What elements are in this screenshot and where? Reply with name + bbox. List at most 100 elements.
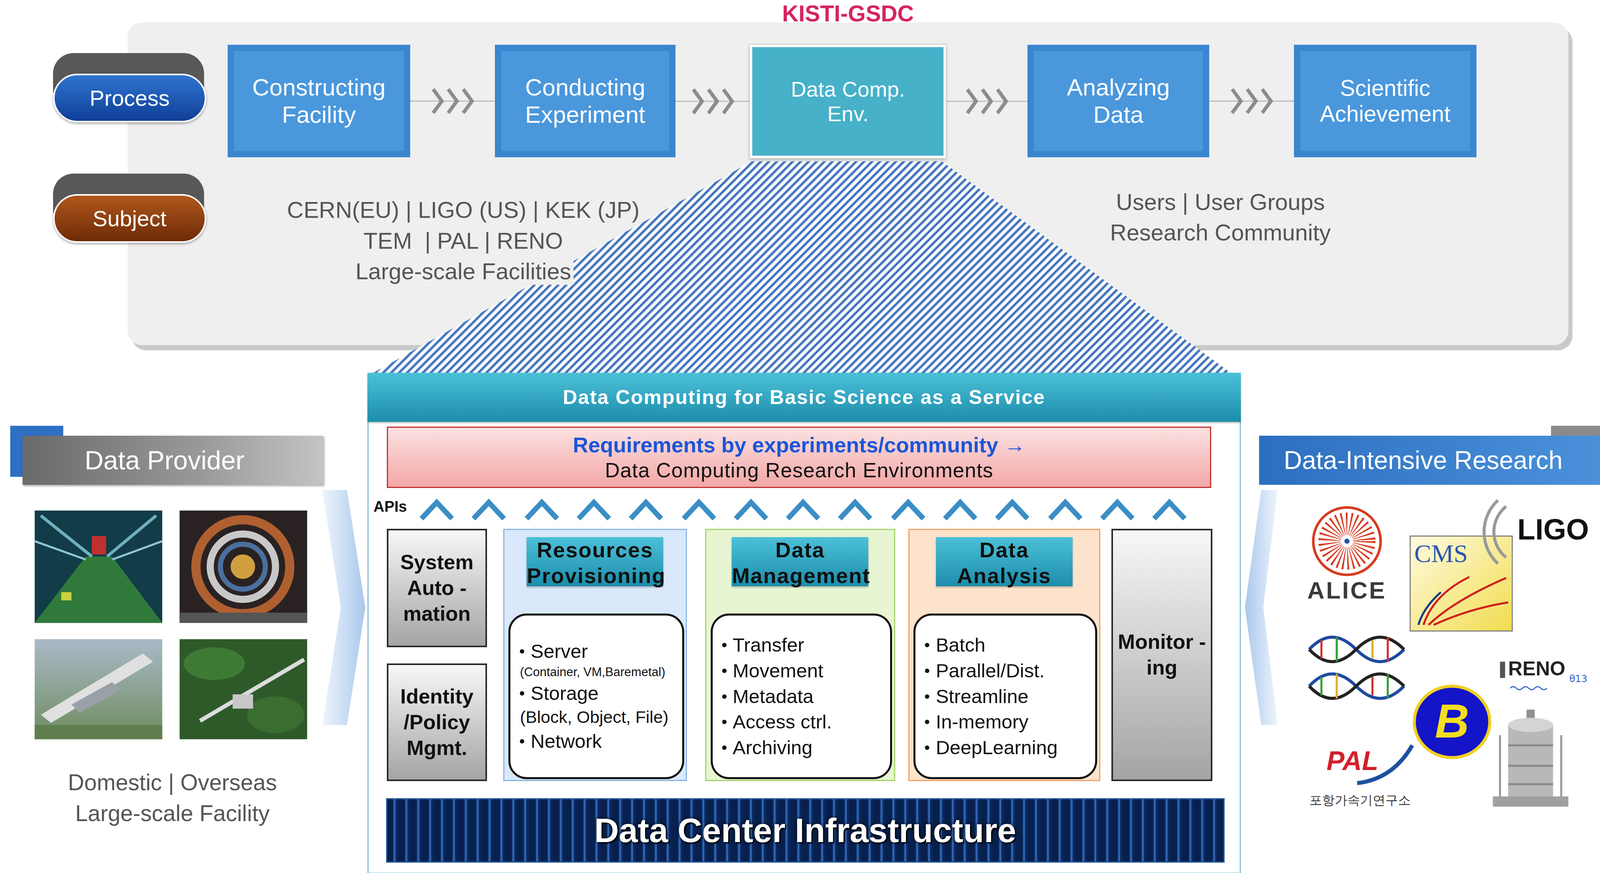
dna-logo xyxy=(1309,673,1405,699)
node-text: Data Center Infrastructure xyxy=(594,810,1017,850)
bullet-dot xyxy=(924,642,930,647)
alice-logo xyxy=(1341,535,1353,547)
facility-photo xyxy=(220,544,266,589)
facility-photo xyxy=(34,540,86,560)
function-box: Identity /Policy Mgmt. xyxy=(386,663,488,781)
arrow-chevron xyxy=(693,89,703,114)
arrow-chevron xyxy=(723,89,733,114)
flow-chevron xyxy=(1244,489,1278,725)
list-item-text: Network xyxy=(530,728,602,754)
alice-logo xyxy=(1344,538,1350,544)
arrow-line xyxy=(1209,100,1294,102)
list-item: Storage xyxy=(519,680,678,706)
arrow-chevron xyxy=(982,89,992,114)
reactor-photo xyxy=(1508,764,1553,767)
reactor-photo xyxy=(1508,717,1553,732)
flow-arrow xyxy=(1209,89,1294,113)
facility-photo xyxy=(34,510,163,623)
node-text: System Auto -mation xyxy=(390,549,484,627)
category-pill: Process xyxy=(53,73,207,123)
facility-photo xyxy=(195,519,290,614)
node-text: Data-Intensive Research xyxy=(1283,445,1563,475)
api-chevron xyxy=(630,502,662,519)
reactor-photo xyxy=(1508,724,1553,799)
reactor-photo xyxy=(1508,782,1553,785)
section-banner: Data-Intensive Research xyxy=(1259,435,1600,485)
list-item: Server xyxy=(519,638,678,664)
list-item-text: (Block, Object, File) xyxy=(519,705,669,729)
arrow-chevron xyxy=(1262,89,1271,113)
reactor-photo xyxy=(1492,796,1569,807)
module-box: Data AnalysisBatchParallel/Dist.Streamli… xyxy=(908,528,1101,781)
reno-logo xyxy=(1499,661,1505,678)
bullet-dot xyxy=(722,668,727,673)
logo-text: RENO xyxy=(1508,657,1566,681)
node-text: Identity /Policy Mgmt. xyxy=(390,683,484,761)
node-text: Scientific Achievement xyxy=(1314,75,1457,128)
facility-note: Domestic | Overseas xyxy=(68,769,278,796)
list-item-text: In-memory xyxy=(935,708,1029,735)
list-item-text: Parallel/Dist. xyxy=(935,657,1045,684)
ligo-logo xyxy=(1483,500,1507,564)
node-text: Data Provider xyxy=(84,445,245,476)
facility-photo xyxy=(199,659,305,721)
item-list-box: TransferMovementMetadataAccess ctrl.Arch… xyxy=(710,613,893,779)
dna-logo xyxy=(1320,676,1323,695)
facility-photo xyxy=(91,535,107,554)
bullet-dot xyxy=(924,668,930,673)
list-item-text: DeepLearning xyxy=(935,734,1058,761)
ligo-logo xyxy=(1493,506,1507,558)
list-item-text: Batch xyxy=(935,631,986,658)
arrow-chevron xyxy=(433,89,442,113)
facility-photo xyxy=(179,639,308,740)
node-text: Data Comp. Env. xyxy=(785,76,912,126)
dna-logo xyxy=(1309,637,1405,699)
alice-logo xyxy=(1329,523,1365,559)
heading-text: Data Analysis xyxy=(936,536,1073,586)
logo-text: 포항가속기연구소 xyxy=(1309,792,1411,808)
dna-logo xyxy=(1320,639,1323,659)
dna-logo xyxy=(1386,673,1389,699)
api-chevron xyxy=(421,502,452,519)
process-box: Scientific Achievement xyxy=(1293,44,1477,157)
dna-logo xyxy=(1335,637,1338,662)
logo-text: LIGO xyxy=(1517,512,1589,547)
api-chevron xyxy=(1154,502,1185,519)
list-item-text: Server xyxy=(530,638,588,664)
list-item: Parallel/Dist. xyxy=(924,657,1091,684)
list-item-text: Storage xyxy=(530,680,599,706)
arrow-chevron xyxy=(967,89,976,114)
bullet-dot xyxy=(519,690,525,696)
alice-logo xyxy=(1313,507,1381,575)
facility-list: CERN(EU) | LIGO (US) | KEK (JP) xyxy=(284,196,643,224)
facility-photo xyxy=(232,694,254,709)
function-box: System Auto -mation xyxy=(386,528,488,647)
flow-chevron xyxy=(322,489,366,725)
bullet-dot xyxy=(722,719,727,724)
cms-logo xyxy=(1410,535,1513,631)
dna-logo xyxy=(1371,676,1374,695)
dna-logo xyxy=(1309,673,1405,699)
api-chevron xyxy=(421,502,1185,519)
process-box: Analyzing Data xyxy=(1027,44,1210,157)
arrow-chevron xyxy=(1247,89,1256,113)
cms-logo xyxy=(1418,591,1441,625)
dna-logo xyxy=(1335,673,1338,699)
arrow-chevron xyxy=(463,89,472,113)
flow-arrow xyxy=(675,89,750,114)
list-item: (Block, Object, File) xyxy=(519,705,678,729)
api-chevron xyxy=(1101,502,1133,519)
arrow-chevron xyxy=(997,89,1007,114)
list-item: Access ctrl. xyxy=(722,708,886,735)
facility-photo xyxy=(210,533,276,600)
bullet-dot xyxy=(722,745,727,750)
logo-text: B xyxy=(1434,696,1470,745)
facility-photo xyxy=(40,515,92,557)
logo-text: CMS xyxy=(1414,538,1468,569)
function-box: Monitor -ing xyxy=(1111,528,1213,781)
api-chevron xyxy=(578,502,609,519)
cms-logo xyxy=(1433,602,1509,625)
heading-text: Data Management xyxy=(731,536,869,586)
facility-photo xyxy=(230,554,255,579)
